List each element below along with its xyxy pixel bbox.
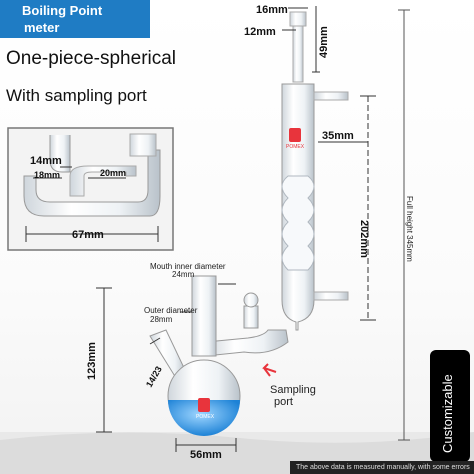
condenser-dim-202: 202mm [358,220,370,258]
footnote: The above data is measured manually, wit… [290,461,474,474]
inset-dim-14: 14mm [30,155,62,167]
inset-dim-18: 18mm [34,170,61,180]
sampling-port-label-1: Sampling [270,384,316,396]
badge-line-2: meter [24,20,60,35]
condenser-dim-16: 16mm [256,4,288,16]
inset-detail [7,127,174,251]
mouth-diameter-label-1: Mouth inner diameter [150,262,226,271]
full-height-label: Full height 345mm [405,196,414,262]
flask-dim-123: 123mm [86,342,98,380]
condenser-dim-49: 49mm [318,26,330,58]
flask-dim-56: 56mm [190,449,222,461]
customizable-tag: Customizable [430,350,470,462]
flask-drawing [96,275,241,452]
customizable-label: Customizable [440,374,455,453]
mouth-diameter-label-2: 24mm [172,270,195,279]
badge-line-1: Boiling Point [22,3,103,18]
outer-diameter-label-1: Outer diameter [144,306,198,315]
condenser-dim-12: 12mm [244,26,276,38]
outer-diameter-label-2: 28mm [150,315,173,324]
product-subtitle: With sampling port [6,86,147,105]
condenser-dim-35: 35mm [322,130,354,142]
inset-dim-20: 20mm [100,168,127,178]
flask-logo: POMEX [196,414,215,420]
product-title: One-piece-spherical [6,48,177,69]
sampling-port-label-2: port [274,396,293,408]
condenser-drawing [281,6,410,441]
condenser-logo: POMEX [286,144,305,150]
title-badge: Boiling Point meter [0,0,150,38]
inset-dim-67: 67mm [72,229,104,241]
